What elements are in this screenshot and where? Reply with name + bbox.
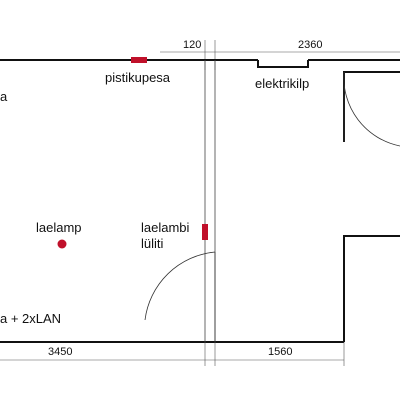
right-lower-wall [343, 235, 400, 342]
walls [0, 59, 400, 343]
middle-door-arc [144, 251, 216, 321]
dim-bottom-right: 1560 [268, 346, 292, 358]
bottom-dimensions: 3450 1560 [0, 342, 345, 366]
label-switch-line2: lüliti [141, 236, 164, 251]
ceiling-lamp-marker [57, 239, 67, 249]
label-switch-line1: laelambi [141, 220, 190, 235]
dim-wall-thickness: 120 [183, 39, 201, 51]
label-left-top-fragment: a [0, 89, 8, 104]
top-dimensions: 120 2360 [160, 39, 400, 70]
label-left-bottom-fragment: a + 2xLAN [0, 311, 61, 326]
socket-marker [131, 57, 147, 63]
switch-marker [202, 224, 208, 240]
panel-recess [257, 60, 309, 68]
dim-top-right: 2360 [298, 39, 322, 51]
doors [144, 71, 400, 342]
label-socket: pistikupesa [105, 70, 171, 85]
right-upper-wall [343, 71, 400, 142]
labels: pistikupesa elektrikilp laelamp laelambi… [0, 70, 309, 326]
dim-bottom-left: 3450 [48, 346, 72, 358]
electrical-markers [57, 57, 208, 249]
label-panel: elektrikilp [255, 76, 309, 91]
right-door-arc [343, 71, 400, 147]
label-ceiling-lamp: laelamp [36, 220, 82, 235]
